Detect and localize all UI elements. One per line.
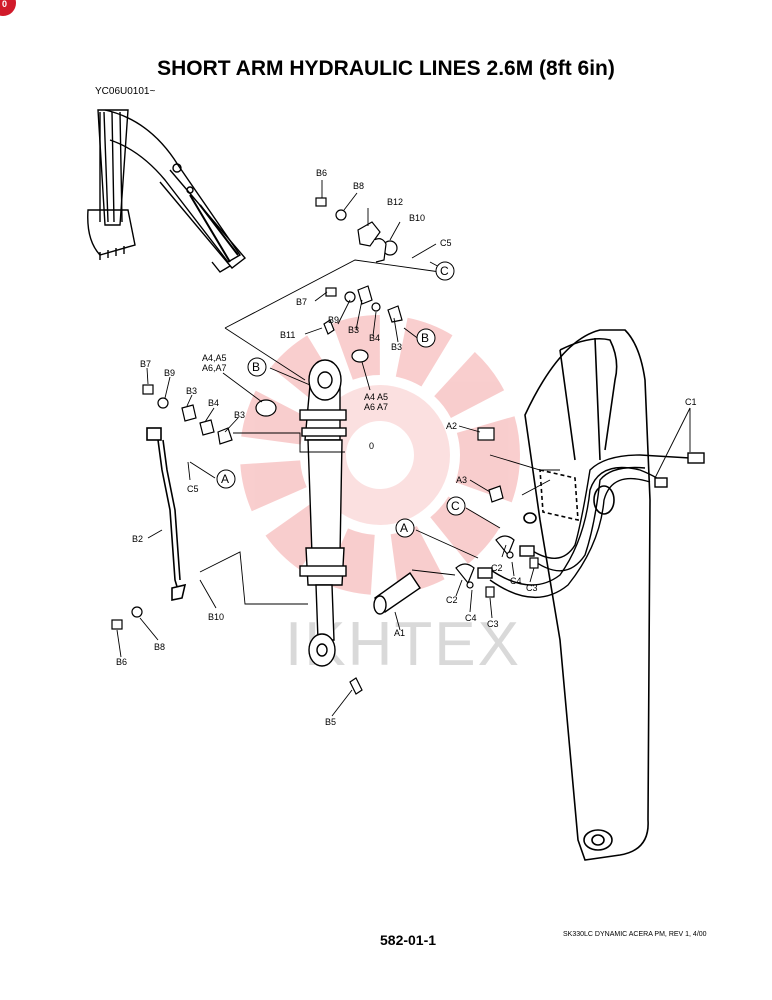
callout-b9-left: B9 — [164, 368, 175, 378]
callout-b4-left: B4 — [208, 398, 219, 408]
hoses-c1 — [477, 452, 705, 598]
callout-b3-left: B3 — [186, 386, 197, 396]
callout-c4-a: C4 — [510, 576, 522, 586]
badge-text: 0 — [2, 0, 8, 9]
serial-range: YC06U0101~ — [95, 86, 156, 97]
callout-c5-left: C5 — [187, 484, 199, 494]
callout-b4-mid: B4 — [369, 333, 380, 343]
callout-b3-mid2: B3 — [391, 342, 402, 352]
callout-a4-right-line2: A6 A7 — [364, 402, 388, 412]
callout-b11: B11 — [280, 330, 295, 340]
callout-b5: B5 — [325, 717, 336, 727]
callout-labels: B6 B8 B12 B10 C5 B7 B9 B3 B4 B3 B11 A4,A… — [116, 168, 697, 727]
callout-c2-a: C2 — [491, 563, 503, 573]
callout-a1: A1 — [394, 628, 405, 638]
callout-a4-right-line1: A4 A5 — [364, 392, 388, 402]
watermark-logo — [240, 315, 520, 595]
ref-c-right: C — [451, 499, 460, 513]
callout-a2: A2 — [446, 421, 457, 431]
callout-b10-top: B10 — [409, 213, 425, 223]
reference-markers: C B B A C A — [216, 261, 466, 538]
callout-c3-b: C3 — [487, 619, 499, 629]
callout-a3: A3 — [456, 475, 467, 485]
callout-a4-left-line2: A6,A7 — [202, 363, 227, 373]
callout-c1: C1 — [685, 397, 697, 407]
callout-a4-left-line1: A4,A5 — [202, 353, 227, 363]
page-title: SHORT ARM HYDRAULIC LINES 2.6M (8ft 6in) — [157, 57, 615, 80]
callout-c3-a: C3 — [526, 583, 538, 593]
pin-a1 — [373, 572, 421, 615]
callout-b6-bottom: B6 — [116, 657, 127, 667]
callout-b7-left: B7 — [140, 359, 151, 369]
callout-c2-b: C2 — [446, 595, 458, 605]
boom-outline — [523, 329, 651, 861]
fittings — [111, 197, 539, 695]
callout-b2: B2 — [132, 534, 143, 544]
callout-b8-top: B8 — [353, 181, 364, 191]
callout-c5-top: C5 — [440, 238, 452, 248]
document-reference: SK330LC DYNAMIC ACERA PM, REV 1, 4/00 — [563, 931, 707, 938]
pipe-b2 — [146, 427, 187, 601]
corner-badge: 0 — [0, 0, 16, 16]
ref-b-left: B — [252, 360, 260, 374]
callout-b8-bottom: B8 — [154, 642, 165, 652]
callout-b10-bottom: B10 — [208, 612, 224, 622]
callout-b3-left2: B3 — [234, 410, 245, 420]
ref-a-left: A — [221, 472, 229, 486]
callout-b9-mid: B9 — [328, 315, 339, 325]
arm-cylinder — [299, 359, 347, 667]
callout-b7-mid: B7 — [296, 297, 307, 307]
excavator-thumbnail — [87, 109, 247, 273]
ref-c-top: C — [440, 264, 449, 278]
page-number: 582-01-1 — [380, 932, 437, 948]
callout-b6-top: B6 — [316, 168, 327, 178]
ref-b-mid: B — [421, 331, 429, 345]
callout-c4-b: C4 — [465, 613, 477, 623]
callout-b3-mid: B3 — [348, 325, 359, 335]
connection-lines — [199, 259, 560, 605]
callout-zero: 0 — [369, 441, 374, 451]
callout-b12: B12 — [387, 197, 403, 207]
ref-a-right: A — [400, 521, 408, 535]
